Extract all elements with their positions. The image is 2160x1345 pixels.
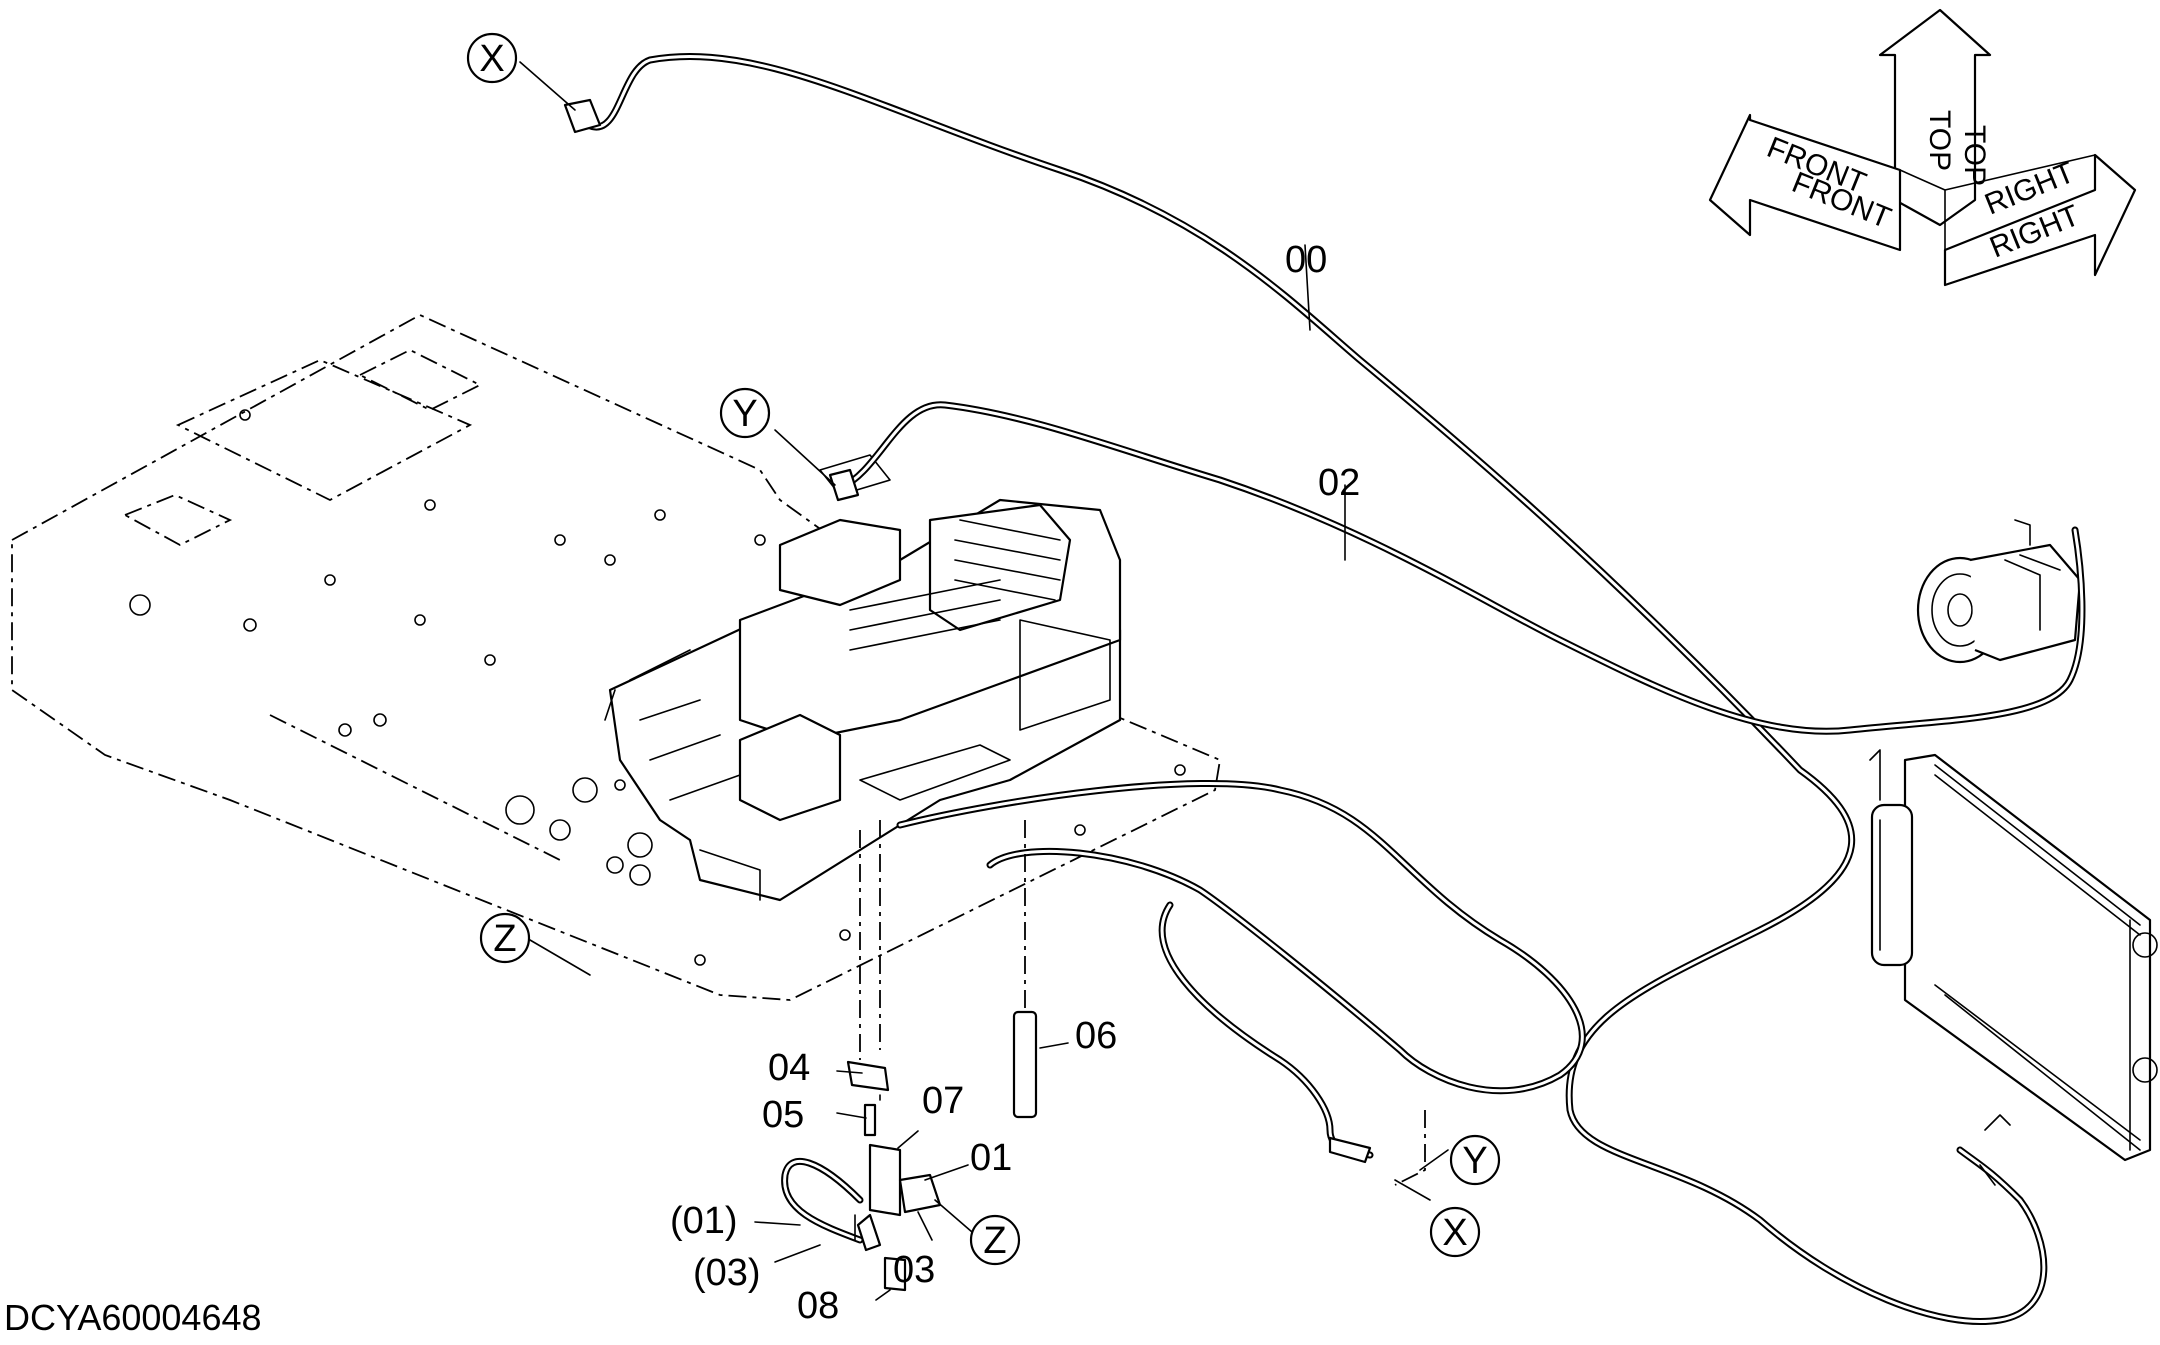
orientation-top-label: TOP [1923,110,1956,171]
ref-marker-x-bottom: X [1429,1206,1481,1258]
hose-loop [896,780,1586,1164]
svg-text:Z: Z [493,918,516,960]
reference-markers: X Y Z Z Y X [466,32,1501,1266]
ref-marker-x-top: X [466,32,518,84]
orientation-indicator: TOP TOP FRONT FRONT RIGHT RIGHT [1708,8,2137,287]
label-02: 02 [1318,462,1360,504]
condenser [1869,749,2158,1162]
label-00: 00 [1285,239,1327,281]
label-06: 06 [1075,1015,1117,1057]
label-04: 04 [768,1047,810,1089]
small-parts [781,820,1426,1292]
label-08: 08 [797,1285,839,1327]
svg-text:X: X [479,38,504,80]
ref-marker-y-top: Y [719,387,771,439]
compressor [1916,519,2082,664]
svg-text:Z: Z [983,1220,1006,1262]
part-labels: 00 02 06 04 05 07 01 (01) (03) 03 08 [670,239,1360,1327]
hose-00 [563,53,2048,1325]
hvac-unit [604,454,1122,902]
svg-text:X: X [1442,1212,1467,1254]
ref-marker-z-left: Z [479,912,531,964]
label-05: 05 [762,1094,804,1136]
label-03-paren: (03) [693,1252,761,1294]
ref-marker-z-bottom: Z [969,1214,1021,1266]
label-07: 07 [922,1080,964,1122]
svg-text:Y: Y [732,393,757,435]
floor-plate [11,313,1222,1001]
label-01: 01 [970,1137,1012,1179]
label-03: 03 [893,1249,935,1291]
orientation-top-label-2: TOP [1958,125,1991,186]
ref-marker-y-bottom: Y [1449,1134,1501,1186]
diagram-id: DCYA60004648 [4,1297,262,1338]
label-01-paren: (01) [670,1200,738,1242]
svg-text:Y: Y [1462,1140,1487,1182]
leader-lines [519,61,1449,1301]
hose-02 [828,401,2086,735]
